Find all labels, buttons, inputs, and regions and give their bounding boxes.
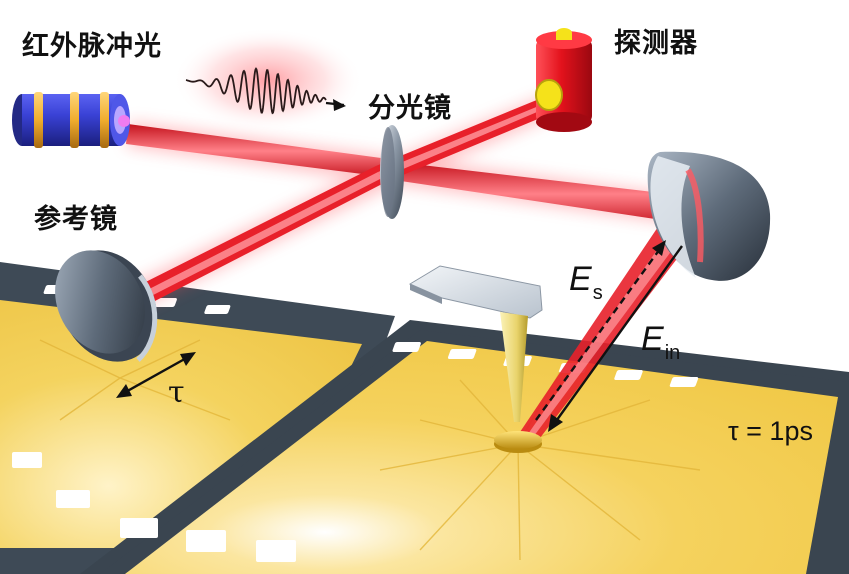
reference-mirror-icon <box>55 250 158 362</box>
laser-beams <box>100 28 720 438</box>
tau-delay-label: τ <box>168 375 185 410</box>
gold-surface <box>125 341 838 574</box>
curved-mirror-icon <box>647 151 771 281</box>
field-arrows <box>116 240 683 432</box>
beam-splitter-icon <box>380 125 404 219</box>
laser-source-icon <box>12 92 130 148</box>
beam-splitter-label: 分光镜 <box>368 93 452 124</box>
afm-probe-icon <box>408 265 543 453</box>
ir-pulse-wave <box>185 67 346 115</box>
filmstrip <box>0 262 849 574</box>
e-incident-label: Ein <box>641 320 681 364</box>
detector-icon <box>535 28 592 132</box>
ir-pulse-label: 红外脉冲光 <box>22 31 162 62</box>
detector-label: 探测器 <box>614 28 698 59</box>
reference-mirror-label: 参考镜 <box>34 204 118 235</box>
tau-value-label: τ = 1ps <box>728 416 813 446</box>
e-scattered-label: Es <box>569 260 603 304</box>
